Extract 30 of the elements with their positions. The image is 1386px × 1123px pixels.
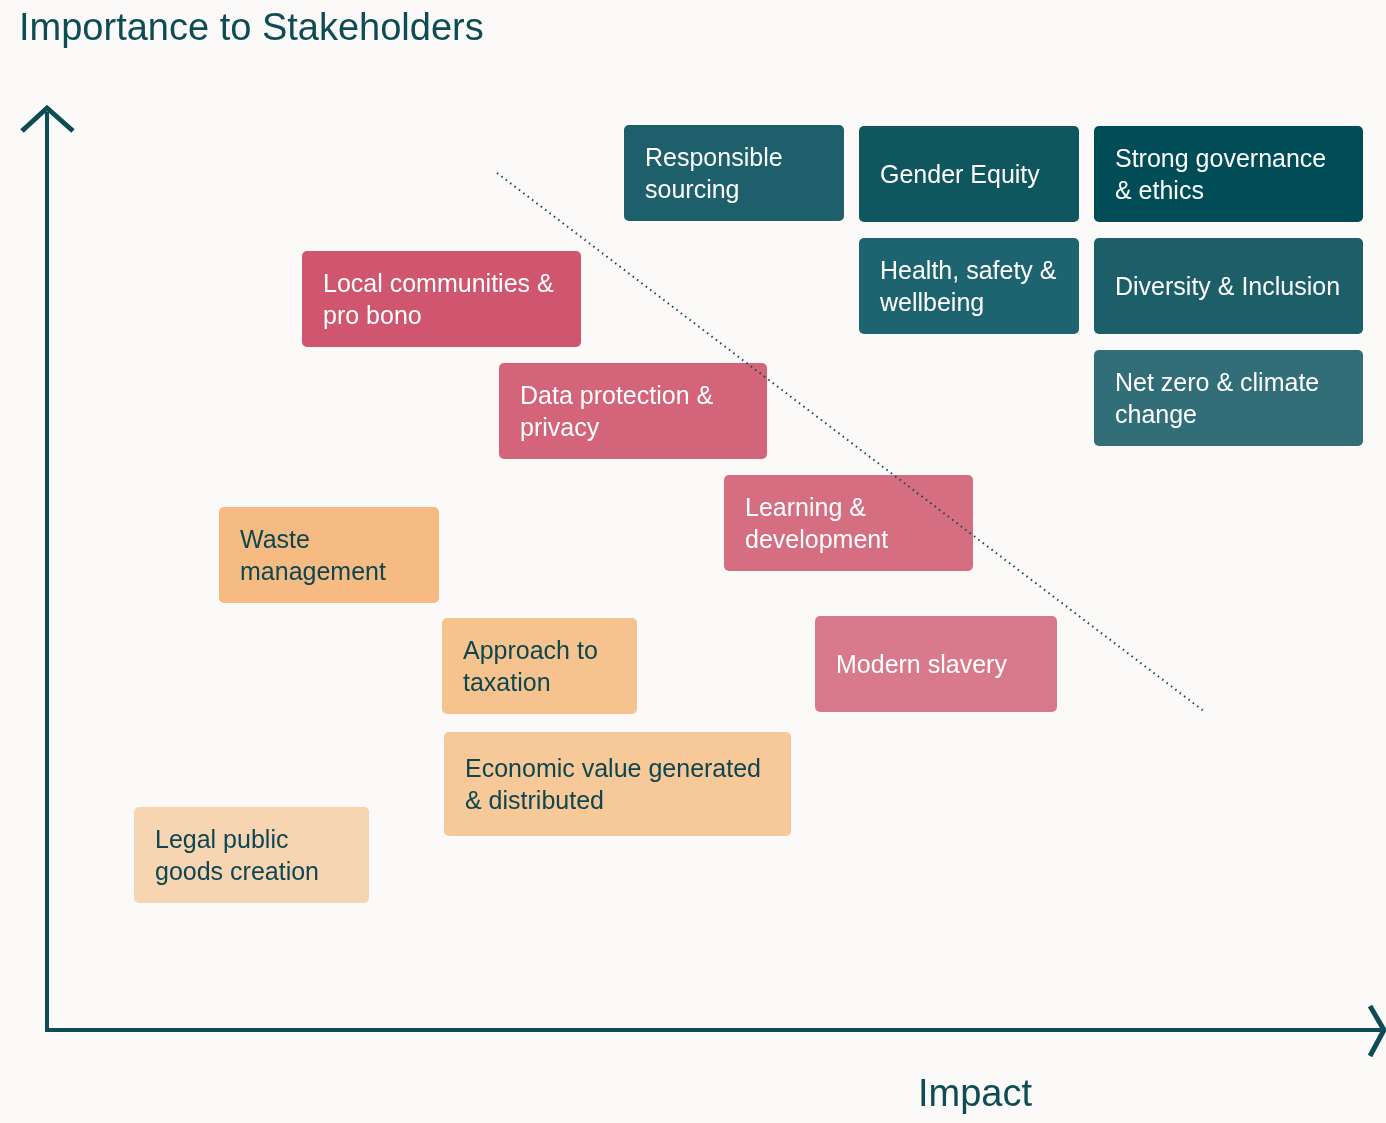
topic-box bbox=[499, 363, 767, 459]
topic-label: Diversity & Inclusion bbox=[1115, 271, 1341, 302]
topic-label: Responsible sourcing bbox=[645, 142, 784, 205]
topic-label: Economic value generated & distributed bbox=[465, 753, 763, 816]
chart-title: Importance to Stakeholders bbox=[19, 6, 484, 49]
topic-box bbox=[134, 807, 369, 903]
topic-label: Modern slavery bbox=[836, 649, 1007, 680]
topic-box bbox=[815, 616, 1057, 712]
topic-label: Strong governance & ethics bbox=[1115, 143, 1328, 206]
topic-box bbox=[1094, 350, 1363, 446]
topic-label: Health, safety & wellbeing bbox=[880, 255, 1058, 318]
topic-box bbox=[302, 251, 581, 347]
topic-label: Learning & development bbox=[745, 492, 890, 555]
topic-label: Local communities & pro bono bbox=[323, 268, 555, 331]
topic-label: Gender Equity bbox=[880, 159, 1040, 190]
topic-box bbox=[624, 125, 844, 221]
topic-box bbox=[442, 618, 637, 714]
topic-box bbox=[1094, 238, 1363, 334]
topic-box bbox=[1094, 126, 1363, 222]
axis-label: Impact bbox=[918, 1072, 1033, 1115]
topic-label: Approach to taxation bbox=[463, 635, 599, 698]
topic-label: Legal public goods creation bbox=[155, 824, 320, 887]
topic-box bbox=[219, 507, 439, 603]
topic-label: Data protection & privacy bbox=[520, 380, 715, 443]
topic-box bbox=[724, 475, 973, 571]
topic-box bbox=[444, 732, 791, 836]
topic-box bbox=[859, 126, 1079, 222]
topic-box bbox=[859, 238, 1079, 334]
topic-label: Net zero & climate change bbox=[1115, 367, 1321, 430]
topic-label: Waste management bbox=[240, 524, 387, 587]
